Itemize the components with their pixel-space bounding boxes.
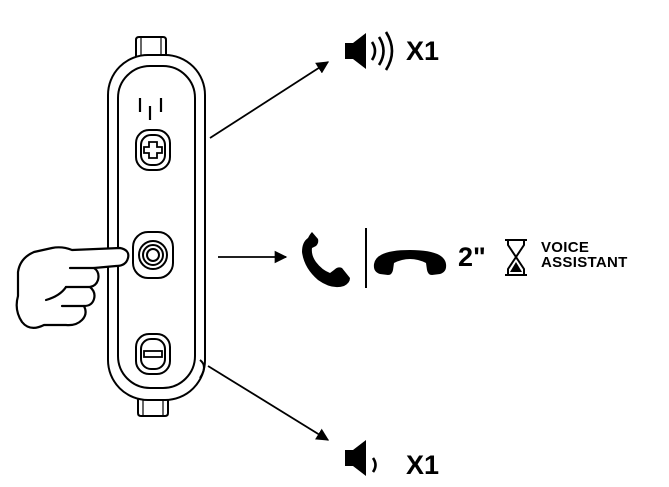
speaker-loud-icon	[345, 31, 394, 71]
voice-assistant-line1: VOICE	[541, 239, 590, 256]
arrow-up-right	[209, 61, 330, 139]
phone-hangup-icon	[373, 250, 447, 275]
phone-answer-icon	[302, 232, 350, 288]
hourglass-icon	[505, 239, 527, 276]
remote-control-icon	[107, 36, 206, 417]
arrow-down-right	[207, 365, 330, 441]
voice-assistant-line2: ASSISTANT	[541, 254, 628, 271]
multifunction-button-icon[interactable]	[132, 231, 174, 279]
speaker-soft-icon	[345, 440, 377, 476]
minus-icon[interactable]	[135, 333, 171, 375]
volume-down-count: X1	[406, 450, 440, 480]
volume-up-count: X1	[406, 36, 440, 66]
hold-duration: 2"	[458, 242, 486, 272]
plus-icon[interactable]	[135, 129, 171, 171]
pointing-hand-icon	[15, 246, 130, 329]
